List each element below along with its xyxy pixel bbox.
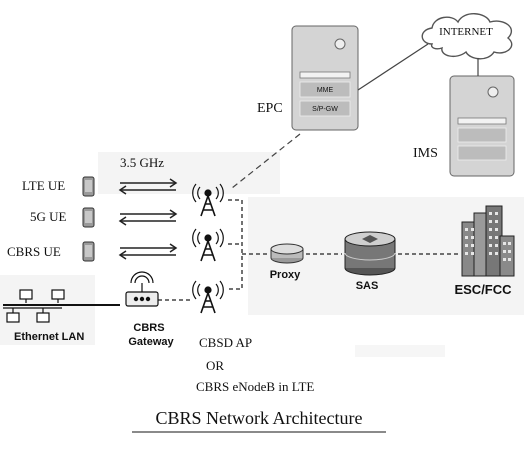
- proxy-label: Proxy: [270, 269, 301, 281]
- cell-tower-icon: [192, 280, 224, 314]
- 5g-ue-phone-icon: [82, 207, 95, 228]
- lan-computers-icon: [3, 289, 120, 323]
- internet-label: INTERNET: [439, 26, 493, 38]
- background-panels: [0, 152, 524, 357]
- cell-tower-icon: [192, 228, 224, 262]
- 5g-ue-label: 5G UE: [30, 209, 67, 224]
- cell-tower-icon: [192, 183, 224, 217]
- connection-lines: [158, 43, 479, 301]
- sas-database-icon: [344, 231, 396, 276]
- diagram-title: CBRS Network Architecture: [156, 408, 363, 428]
- esc-fcc-label: ESC/FCC: [454, 282, 512, 297]
- lte-ue-label: LTE UE: [22, 178, 65, 193]
- spgw-module-label: S/P-GW: [312, 106, 338, 113]
- ims-label: IMS: [413, 146, 438, 161]
- cbrs-ue-label: CBRS UE: [7, 244, 61, 259]
- esc-fcc-building-icon: [461, 205, 515, 277]
- ethernet-lan-label: Ethernet LAN: [14, 331, 84, 343]
- access-point-label-line3: CBRS eNodeB in LTE: [196, 379, 314, 394]
- cbrs-gateway-router-icon: [125, 271, 159, 307]
- epc-server-icon: MME S/P-GW: [291, 25, 359, 131]
- proxy-icon: [270, 243, 304, 264]
- mme-module-label: MME: [317, 87, 334, 94]
- radio-link-arrows: [118, 178, 178, 260]
- cbrs-ue-phone-icon: [82, 241, 95, 262]
- epc-label: EPC: [257, 101, 283, 116]
- access-point-label-line1: CBSD AP: [199, 335, 252, 350]
- sas-label: SAS: [356, 280, 379, 292]
- gateway-label-line1: CBRS: [133, 322, 164, 334]
- access-point-label-line2: OR: [206, 358, 224, 373]
- gateway-label-line2: Gateway: [128, 336, 174, 348]
- internet-cloud: INTERNET: [421, 13, 513, 60]
- ims-server-icon: [449, 75, 515, 177]
- lte-ue-phone-icon: [82, 176, 95, 197]
- frequency-label: 3.5 GHz: [120, 155, 164, 170]
